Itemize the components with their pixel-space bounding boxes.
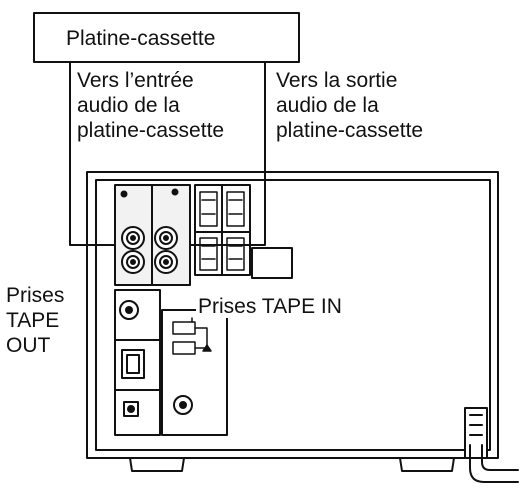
tape-out-line-2: TAPE (6, 309, 60, 332)
rca-jack-icon (121, 226, 145, 250)
to-deck-output-line-3: platine-cassette (276, 119, 424, 142)
cable-to-deck-input (69, 61, 116, 246)
optical-jack-icon (173, 395, 193, 415)
to-deck-output-line-2: audio de la (276, 94, 379, 117)
ac-cord-icon (464, 407, 519, 483)
amplifier-back-panel (95, 179, 491, 451)
speaker-terminal-icon (199, 191, 245, 271)
cassette-deck-label: Platine-cassette (66, 27, 216, 50)
dc-jack-icon (123, 401, 139, 417)
rca-jack-icon (154, 250, 178, 274)
dc-jack-panel (114, 389, 161, 436)
tape-out-line-1: Prises (6, 284, 65, 307)
amplifier-body (86, 171, 499, 459)
cassette-deck-box (33, 12, 300, 63)
cable-to-deck-output (184, 61, 266, 246)
to-deck-input-line-1: Vers l’entrée (77, 69, 194, 92)
antenna-jack-icon (119, 300, 139, 320)
to-deck-output-line-1: Vers la sortie (276, 69, 398, 92)
foot-icon (399, 457, 455, 472)
power-switch-icon (121, 349, 145, 379)
to-deck-input-line-3: platine-cassette (77, 119, 225, 142)
tape-in-label: Prises TAPE IN (196, 295, 344, 318)
to-deck-input-line-2: audio de la (77, 94, 180, 117)
tape-in-panel (161, 309, 228, 436)
rca-jack-icon (121, 250, 145, 274)
foot-icon (129, 457, 185, 472)
tape-out-line-3: OUT (6, 334, 51, 357)
blank-plate (251, 247, 293, 279)
tape-in-jacks (172, 321, 212, 355)
rca-jack-icon (154, 226, 178, 250)
